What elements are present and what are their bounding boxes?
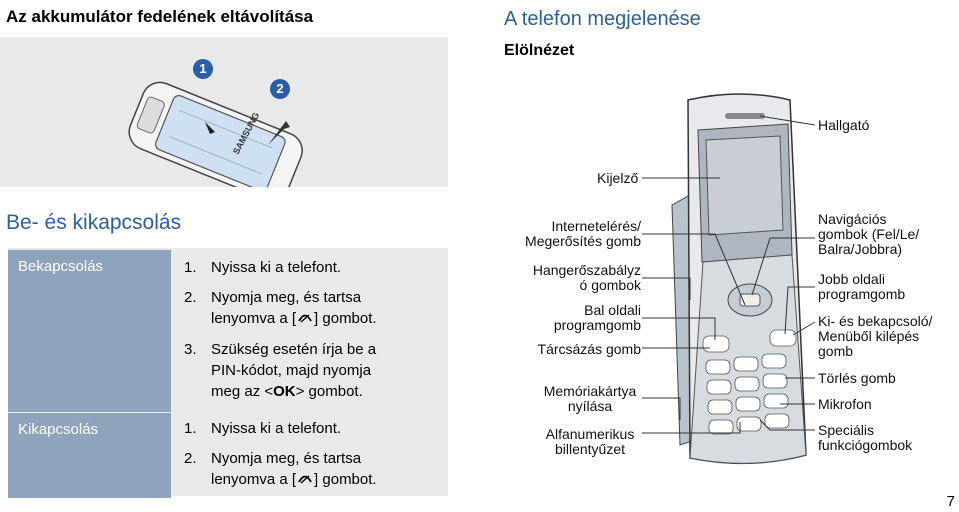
power-on-heading: Bekapcsolás xyxy=(8,250,171,412)
label-display: Kijelző xyxy=(597,170,639,186)
label-dial: Tárcsázás gomb xyxy=(537,341,641,357)
label-clear: Törlés gomb xyxy=(818,370,896,386)
power-section-title: Be- és kikapcsolás xyxy=(6,211,182,234)
label-microphone: Mikrofon xyxy=(818,396,872,412)
appearance-subtitle: Elölnézet xyxy=(504,42,575,59)
page-number: 7 xyxy=(946,493,955,510)
battery-section-title: Az akkumulátor fedelének eltávolítása xyxy=(6,7,314,26)
step1-badge: 1 xyxy=(193,59,213,79)
label-earpiece: Hallgató xyxy=(818,117,870,133)
label-internet-confirm: Internetelérés/Megerősítés gomb xyxy=(525,218,641,249)
power-key-icon xyxy=(298,314,312,323)
appearance-title: A telefon megjelenése xyxy=(504,8,701,30)
battery-cover-illustration: SAMSUNG xyxy=(128,81,303,187)
step2-badge: 2 xyxy=(270,79,290,99)
battery-illustration-panel: SAMSUNG 1 2 xyxy=(0,37,448,187)
power-key-icon xyxy=(298,475,312,484)
power-off-heading: Kikapcsolás xyxy=(8,413,171,498)
